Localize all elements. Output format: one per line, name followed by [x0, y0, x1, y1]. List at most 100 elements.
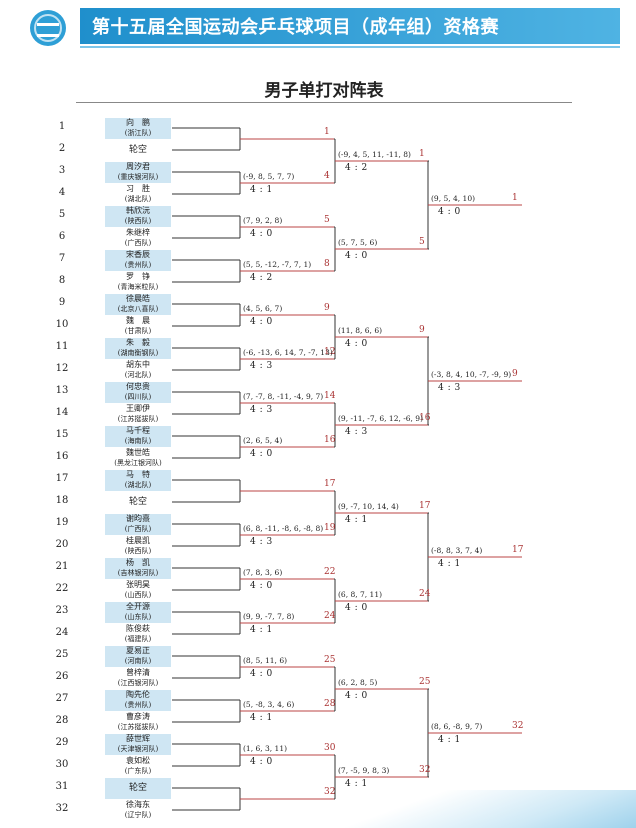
- player-team: (贵州队): [124, 261, 152, 269]
- match-games: (9, -7, 10, 14, 4): [338, 502, 399, 511]
- player-name: 徐晨皓: [126, 294, 150, 303]
- match-games: (1, 6, 3, 11): [243, 744, 288, 753]
- seed-number: 18: [55, 495, 69, 506]
- player-name: 轮空: [128, 497, 147, 507]
- seed-number: 32: [55, 803, 69, 814]
- match-score: 4 : 1: [345, 515, 368, 525]
- match-score: 4 : 2: [250, 273, 273, 283]
- match-games: (8, 5, 11, 6): [243, 656, 288, 665]
- match-score: 4 : 3: [250, 405, 273, 415]
- match-games: (11, 8, 6, 6): [338, 326, 383, 335]
- player-entry: 轮空: [105, 778, 171, 799]
- player-team: (浙江队): [124, 129, 152, 137]
- player-entry: 夏易正(河南队): [105, 646, 171, 667]
- winner-seed: 17: [419, 501, 431, 511]
- seed-number: 25: [55, 649, 69, 660]
- match-score: 4 : 0: [250, 449, 273, 459]
- winner-seed: 24: [324, 611, 336, 621]
- player-team: (山东队): [124, 613, 152, 621]
- winner-seed: 25: [324, 655, 336, 665]
- player-team: (重庆银河队): [117, 173, 159, 181]
- player-team: (贵州队): [124, 701, 152, 709]
- logo-bars: [37, 23, 59, 37]
- winner-seed: 24: [419, 589, 431, 599]
- match-score: 4 : 1: [250, 713, 273, 723]
- seed-number: 5: [58, 209, 66, 220]
- player-entry: 徐晨皓 (北京八喜队): [105, 294, 171, 315]
- player-entry: 胡东中(河北队): [105, 360, 171, 381]
- player-name: 宋香辰: [126, 250, 150, 259]
- player-entry: 谢昀熹(广西队): [105, 514, 171, 535]
- player-name: 魏世皓: [126, 448, 150, 457]
- match-games: (-9, 4, 5, 11, -11, 8): [338, 150, 411, 159]
- seed-number: 2: [58, 143, 66, 154]
- player-team: (江西银河队): [117, 679, 159, 687]
- match-games: (7, -7, 8, -11, -4, 9, 7): [243, 392, 324, 401]
- winner-seed: 17: [324, 479, 336, 489]
- match-games: (9, -11, -7, 6, 12, -6, 9): [338, 414, 424, 423]
- player-entry: 曹彦涛(江苏挺拔队): [105, 712, 171, 733]
- match-games: (7, 9, 2, 8): [243, 216, 283, 225]
- seed-number: 15: [55, 429, 69, 440]
- player-name: 袁如松: [126, 756, 150, 765]
- player-name: 习 胜: [126, 184, 150, 193]
- winner-seed: 16: [419, 413, 431, 423]
- player-name: 杨 凯: [126, 558, 150, 567]
- player-team: (河南队): [124, 657, 152, 665]
- seed-number: 10: [55, 319, 69, 330]
- match-games: (4, 5, 6, 7): [243, 304, 283, 313]
- match-games: (-9, 8, 5, 7, 7): [243, 172, 295, 181]
- seed-number: 19: [55, 517, 69, 528]
- player-entry: 周汐君 (重庆银河队): [105, 162, 171, 183]
- match-score: 4 : 0: [345, 691, 368, 701]
- player-name: 曾梓清: [126, 668, 150, 677]
- title-banner: 第十五届全国运动会乒乓球项目（成年组）资格赛: [80, 8, 620, 44]
- winner-seed: 32: [419, 765, 431, 775]
- match-score: 4 : 3: [438, 383, 461, 393]
- winner-seed: 32: [512, 721, 524, 731]
- player-name: 陶先伦: [126, 690, 150, 699]
- seed-number: 3: [58, 165, 66, 176]
- match-score: 4 : 0: [250, 317, 273, 327]
- player-entry: 轮空: [105, 140, 171, 161]
- player-team: (广东队): [124, 767, 152, 775]
- match-score: 4 : 0: [345, 603, 368, 613]
- winner-seed: 19: [324, 523, 336, 533]
- footer-wave: [320, 790, 636, 828]
- player-entry: 薛世辉(天津银河队): [105, 734, 171, 755]
- player-entry: 何忠贵(四川队): [105, 382, 171, 403]
- match-games: (7, 8, 3, 6): [243, 568, 283, 577]
- page-title: 男子单打对阵表: [264, 81, 384, 101]
- header: 第十五届全国运动会乒乓球项目（成年组）资格赛: [0, 0, 636, 60]
- player-entry: 罗 铮(青海米粒队): [105, 272, 171, 293]
- match-score: 4 : 0: [250, 669, 273, 679]
- player-entry: 习 胜 (湖北队): [105, 184, 171, 205]
- player-team: (北京八喜队): [117, 305, 159, 313]
- player-entry: 王卿伊(江苏挺拔队): [105, 404, 171, 425]
- player-team: (湖南衡钢队): [117, 349, 159, 357]
- match-score: 4 : 3: [250, 537, 273, 547]
- player-name: 何忠贵: [126, 382, 150, 391]
- seed-number: 20: [55, 539, 69, 550]
- seed-number: 11: [55, 341, 69, 352]
- match-games: (-8, 8, 3, 7, 4): [431, 546, 483, 555]
- player-name: 周汐君: [126, 162, 150, 171]
- winner-seed: 17: [512, 545, 524, 555]
- player-entry: 徐海东(辽宁队): [105, 800, 171, 821]
- player-name: 徐海东: [126, 800, 150, 809]
- player-name: 胡东中: [126, 360, 150, 369]
- event-title: 第十五届全国运动会乒乓球项目（成年组）资格赛: [92, 17, 499, 38]
- match-games: (8, 6, -8, 9, 7): [431, 722, 483, 731]
- player-team: (湖北队): [124, 481, 152, 489]
- player-entry: 杨 凯(吉林银河队): [105, 558, 171, 579]
- player-name: 轮空: [128, 145, 147, 155]
- player-name: 魏 晨: [126, 316, 150, 325]
- match-games: (6, 8, -11, -8, 6, -8, 8): [243, 524, 324, 533]
- match-score: 4 : 1: [250, 185, 273, 195]
- match-score: 4 : 0: [438, 207, 461, 217]
- player-team: (天津银河队): [117, 745, 159, 753]
- player-team: (江苏挺拔队): [117, 723, 159, 731]
- player-name: 张明昊: [126, 580, 150, 589]
- player-team: (湖北队): [124, 195, 152, 203]
